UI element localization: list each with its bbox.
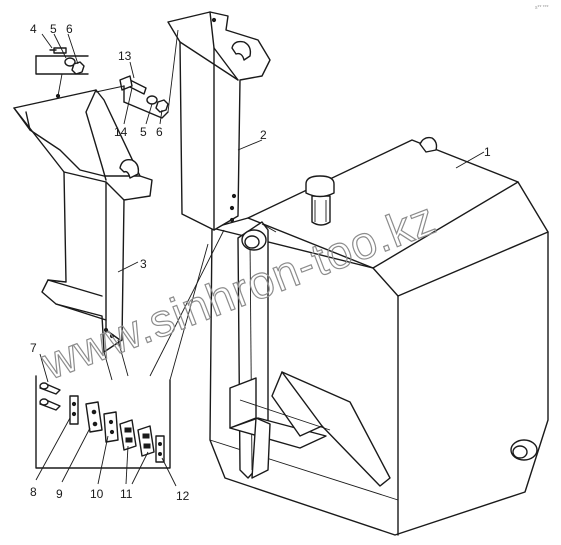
callout-4: 4 xyxy=(30,22,37,36)
fuel-tank xyxy=(209,136,549,536)
callout-2: 2 xyxy=(260,128,267,142)
callout-11: 11 xyxy=(120,487,133,501)
callout-labels: 1 2 3 4 5 6 13 14 5 6 7 8 9 10 11 12 xyxy=(30,22,491,503)
shim-8 xyxy=(69,395,79,425)
callout-6a: 6 xyxy=(66,22,73,36)
callout-12: 12 xyxy=(176,489,190,503)
callout-8: 8 xyxy=(30,485,37,499)
fastener-set-upper xyxy=(35,47,89,75)
drain-plug xyxy=(510,439,538,461)
tank-bracket xyxy=(229,371,391,487)
callout-10: 10 xyxy=(90,487,104,501)
corner-code: s** *** xyxy=(535,5,549,11)
shim-10 xyxy=(103,411,119,443)
callout-6b: 6 xyxy=(156,125,163,139)
strap-bracket-2 xyxy=(167,11,271,231)
callout-5a: 5 xyxy=(50,22,57,36)
shim-9 xyxy=(85,401,103,433)
fastener-set-lower xyxy=(119,75,169,119)
callout-1: 1 xyxy=(484,145,491,159)
callout-3: 3 xyxy=(140,257,147,271)
callout-13: 13 xyxy=(118,49,132,63)
callout-5b: 5 xyxy=(140,125,147,139)
filler-cap xyxy=(305,175,335,226)
callout-7: 7 xyxy=(30,341,37,355)
callout-9: 9 xyxy=(56,487,63,501)
callout-14: 14 xyxy=(114,125,128,139)
small-parts-group xyxy=(35,375,171,469)
plate-11 xyxy=(119,419,155,457)
front-bracket-3 xyxy=(13,89,153,353)
bolt-7 xyxy=(39,382,61,411)
shim-12 xyxy=(155,435,165,463)
leader-lines xyxy=(35,29,485,487)
